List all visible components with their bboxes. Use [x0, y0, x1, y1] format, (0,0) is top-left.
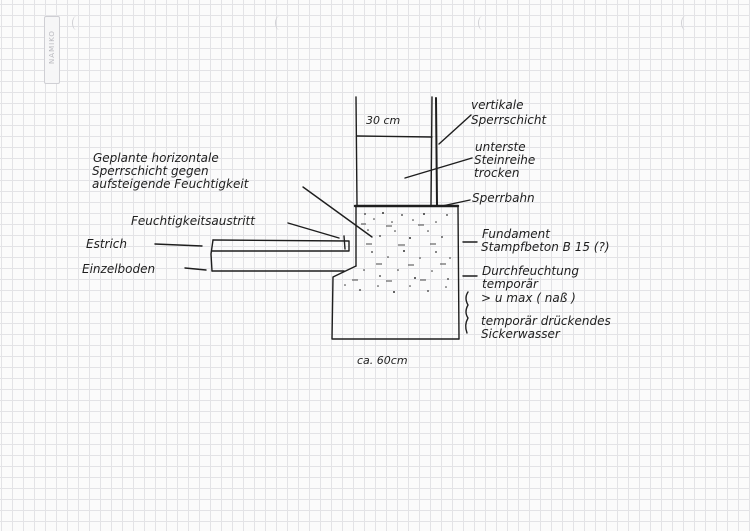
leader-moisture-exit	[287, 222, 340, 239]
leader-floor	[184, 267, 207, 271]
width-bottom-label: ca. 60cm	[357, 354, 408, 367]
wall-joint	[356, 135, 433, 138]
wall-right-edge	[430, 96, 433, 206]
lowest-row-label-2: Steinreihe	[474, 153, 535, 167]
brand-logo: NAMIKO	[44, 16, 60, 84]
moisture-exit-mark	[343, 235, 346, 250]
concrete-speckle	[344, 212, 451, 293]
foundation-lower	[331, 265, 460, 340]
punch-hole	[275, 16, 284, 30]
wall-left-edge	[355, 96, 358, 206]
floor-label: Einzelboden	[82, 262, 155, 276]
moisture-exit-label: Feuchtigkeitsaustritt	[131, 214, 256, 228]
planned-barrier-label-2: Sperrschicht gegen	[92, 164, 209, 178]
sketch-strokes	[154, 96, 478, 340]
punch-hole	[478, 16, 487, 30]
leader-planned-barrier	[302, 186, 373, 238]
seepage-label-1: temporär drückendes	[481, 314, 611, 328]
foundation-right	[457, 206, 460, 340]
leader-vertical-barrier	[438, 114, 472, 145]
leader-barrier-sheet	[441, 199, 471, 207]
vertical-barrier-label-1: vertikale	[471, 98, 523, 112]
seepage-label-2: Sickerwasser	[481, 327, 561, 341]
leader-lowest-row	[404, 157, 473, 179]
width-top-label: 30 cm	[366, 114, 400, 127]
vertical-barrier-line	[435, 97, 438, 206]
dampness-label-3: > u max ( naß )	[481, 291, 576, 305]
lowest-row-label-1: unterste	[475, 140, 526, 154]
planned-barrier-label-1: Geplante horizontale	[93, 151, 219, 165]
screed-label: Estrich	[86, 237, 127, 251]
punch-hole	[72, 16, 81, 30]
vertical-barrier-label-2: Sperrschicht	[471, 113, 547, 127]
seepage-brace	[465, 291, 469, 334]
dampness-label-1: Durchfeuchtung	[482, 264, 579, 278]
lowest-row-label-3: trocken	[474, 166, 520, 180]
concrete-dashes	[352, 223, 446, 282]
foundation-label-2: Stampfbeton B 15 (?)	[481, 240, 610, 254]
planned-barrier-label-3: aufsteigende Feuchtigkeit	[92, 177, 250, 191]
floor-edge	[210, 239, 214, 272]
screed-layer	[211, 239, 350, 252]
barrier-sheet-label: Sperrbahn	[472, 191, 535, 205]
leader-screed	[154, 243, 203, 247]
punch-hole	[681, 16, 690, 30]
foundation-label-1: Fundament	[482, 227, 551, 241]
dampness-label-2: temporär	[482, 277, 539, 291]
